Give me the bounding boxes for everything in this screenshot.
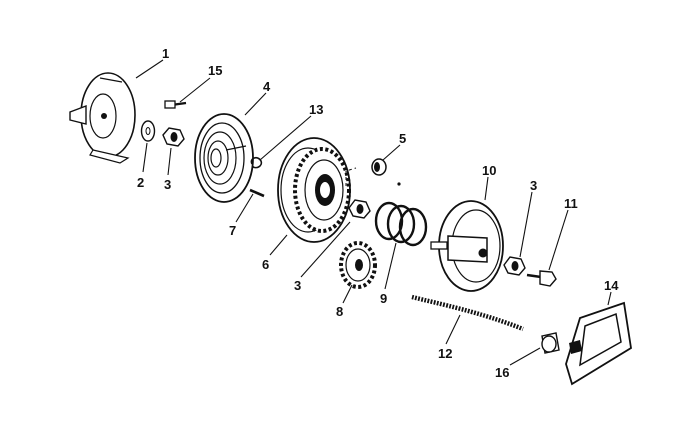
assembly-marks xyxy=(345,167,401,186)
callout-7: 7 xyxy=(229,223,236,238)
callout-11: 11 xyxy=(564,196,578,211)
part-nut-right xyxy=(503,256,526,276)
leader-lines xyxy=(135,59,612,366)
callout-12: 12 xyxy=(438,346,452,361)
part-bushing xyxy=(371,158,387,176)
part-screw xyxy=(164,100,187,109)
part-bolt xyxy=(526,270,557,287)
callout-15: 15 xyxy=(208,63,222,78)
callout-10: 10 xyxy=(482,163,496,178)
part-pinion-gear xyxy=(339,241,377,289)
part-nut-left xyxy=(162,127,185,147)
part-nut-center xyxy=(348,199,371,219)
callout-1: 1 xyxy=(162,46,169,61)
callout-9: 9 xyxy=(380,291,387,306)
part-starter-rope xyxy=(411,294,524,332)
callout-3-center: 3 xyxy=(294,278,301,293)
callout-3-left: 3 xyxy=(164,177,171,192)
part-rope-insert xyxy=(541,332,560,354)
callout-16: 16 xyxy=(495,365,509,380)
part-drive-plate xyxy=(430,200,504,292)
part-spring-rings xyxy=(374,201,428,247)
part-housing-cover xyxy=(69,72,136,164)
part-pin xyxy=(249,188,265,198)
callout-8: 8 xyxy=(336,304,343,319)
callout-2: 2 xyxy=(137,175,144,190)
part-pulley-gear xyxy=(277,137,351,243)
part-starter-handle xyxy=(565,301,632,386)
part-washer xyxy=(140,120,156,142)
callout-6: 6 xyxy=(262,257,269,272)
callout-labels: 1 15 4 13 5 10 3 11 14 2 3 7 6 3 8 9 12 … xyxy=(137,46,619,380)
callout-5: 5 xyxy=(399,131,406,146)
callout-13: 13 xyxy=(309,102,323,117)
callout-4: 4 xyxy=(263,79,271,94)
callout-14: 14 xyxy=(604,278,619,293)
part-spring-clip xyxy=(250,156,263,169)
callout-3-right: 3 xyxy=(530,178,537,193)
part-rewind-spring xyxy=(194,113,254,203)
